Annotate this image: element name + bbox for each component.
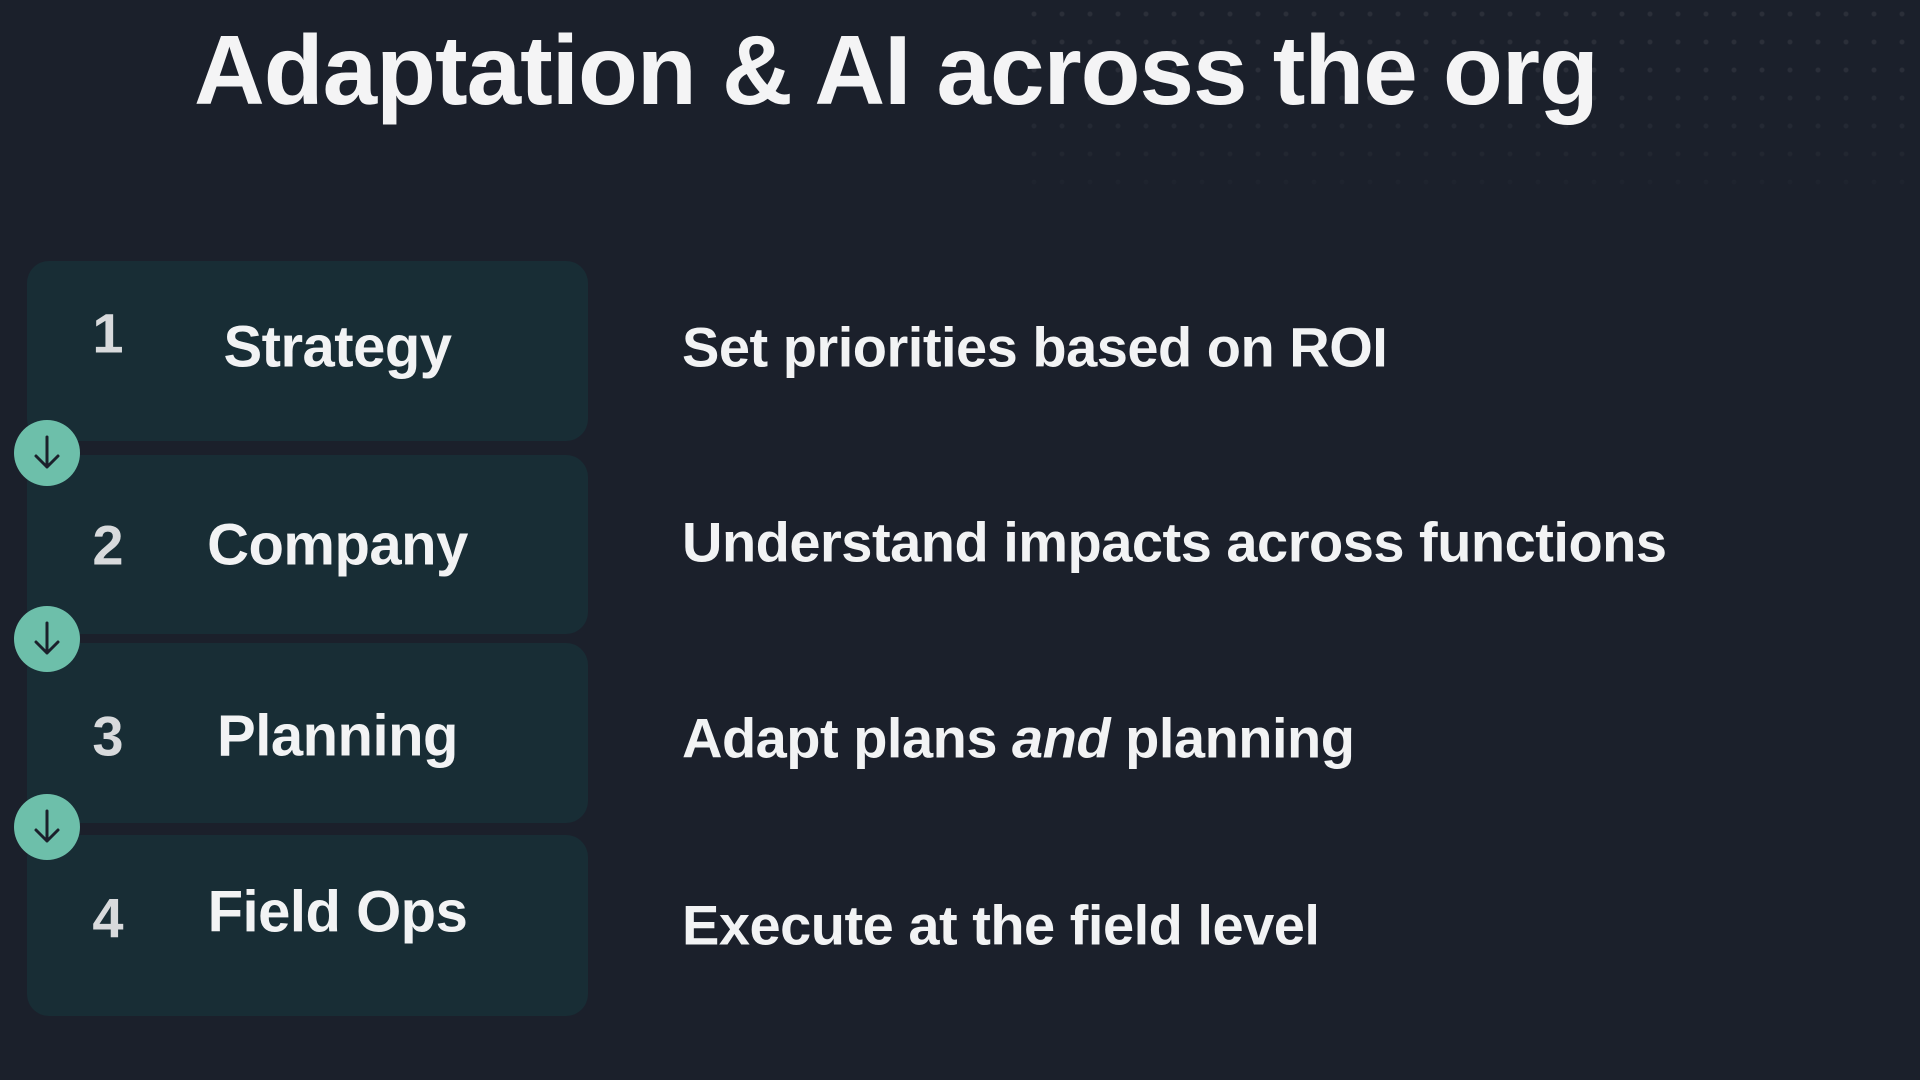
step-label: Planning xyxy=(217,703,458,769)
step-label: Field Ops xyxy=(207,879,468,945)
step-box-strategy xyxy=(27,261,588,441)
step-description: Adapt plans and planning xyxy=(682,706,1355,771)
step-number: 2 xyxy=(92,513,124,577)
step-number: 4 xyxy=(92,886,124,950)
description-text: Adapt plans xyxy=(682,706,1013,770)
step-box-planning xyxy=(27,643,588,823)
step-description: Understand impacts across functions xyxy=(682,510,1667,574)
step-number: 3 xyxy=(92,704,124,768)
step-description: Execute at the field level xyxy=(682,893,1320,957)
step-box-field-ops xyxy=(27,835,588,1016)
slide-title: Adaptation & AI across the org xyxy=(194,15,1599,125)
step-label: Company xyxy=(207,512,468,578)
step-description: Set priorities based on ROI xyxy=(682,315,1388,379)
step-number: 1 xyxy=(92,301,124,365)
step-label: Strategy xyxy=(223,314,452,380)
description-emphasis: and xyxy=(1012,706,1111,770)
description-text: planning xyxy=(1110,706,1355,770)
arrow-down-icon xyxy=(14,606,80,672)
dot-pattern-decoration xyxy=(1020,0,1920,220)
arrow-down-icon xyxy=(14,794,80,860)
step-box-company xyxy=(27,455,588,634)
arrow-down-icon xyxy=(14,420,80,486)
